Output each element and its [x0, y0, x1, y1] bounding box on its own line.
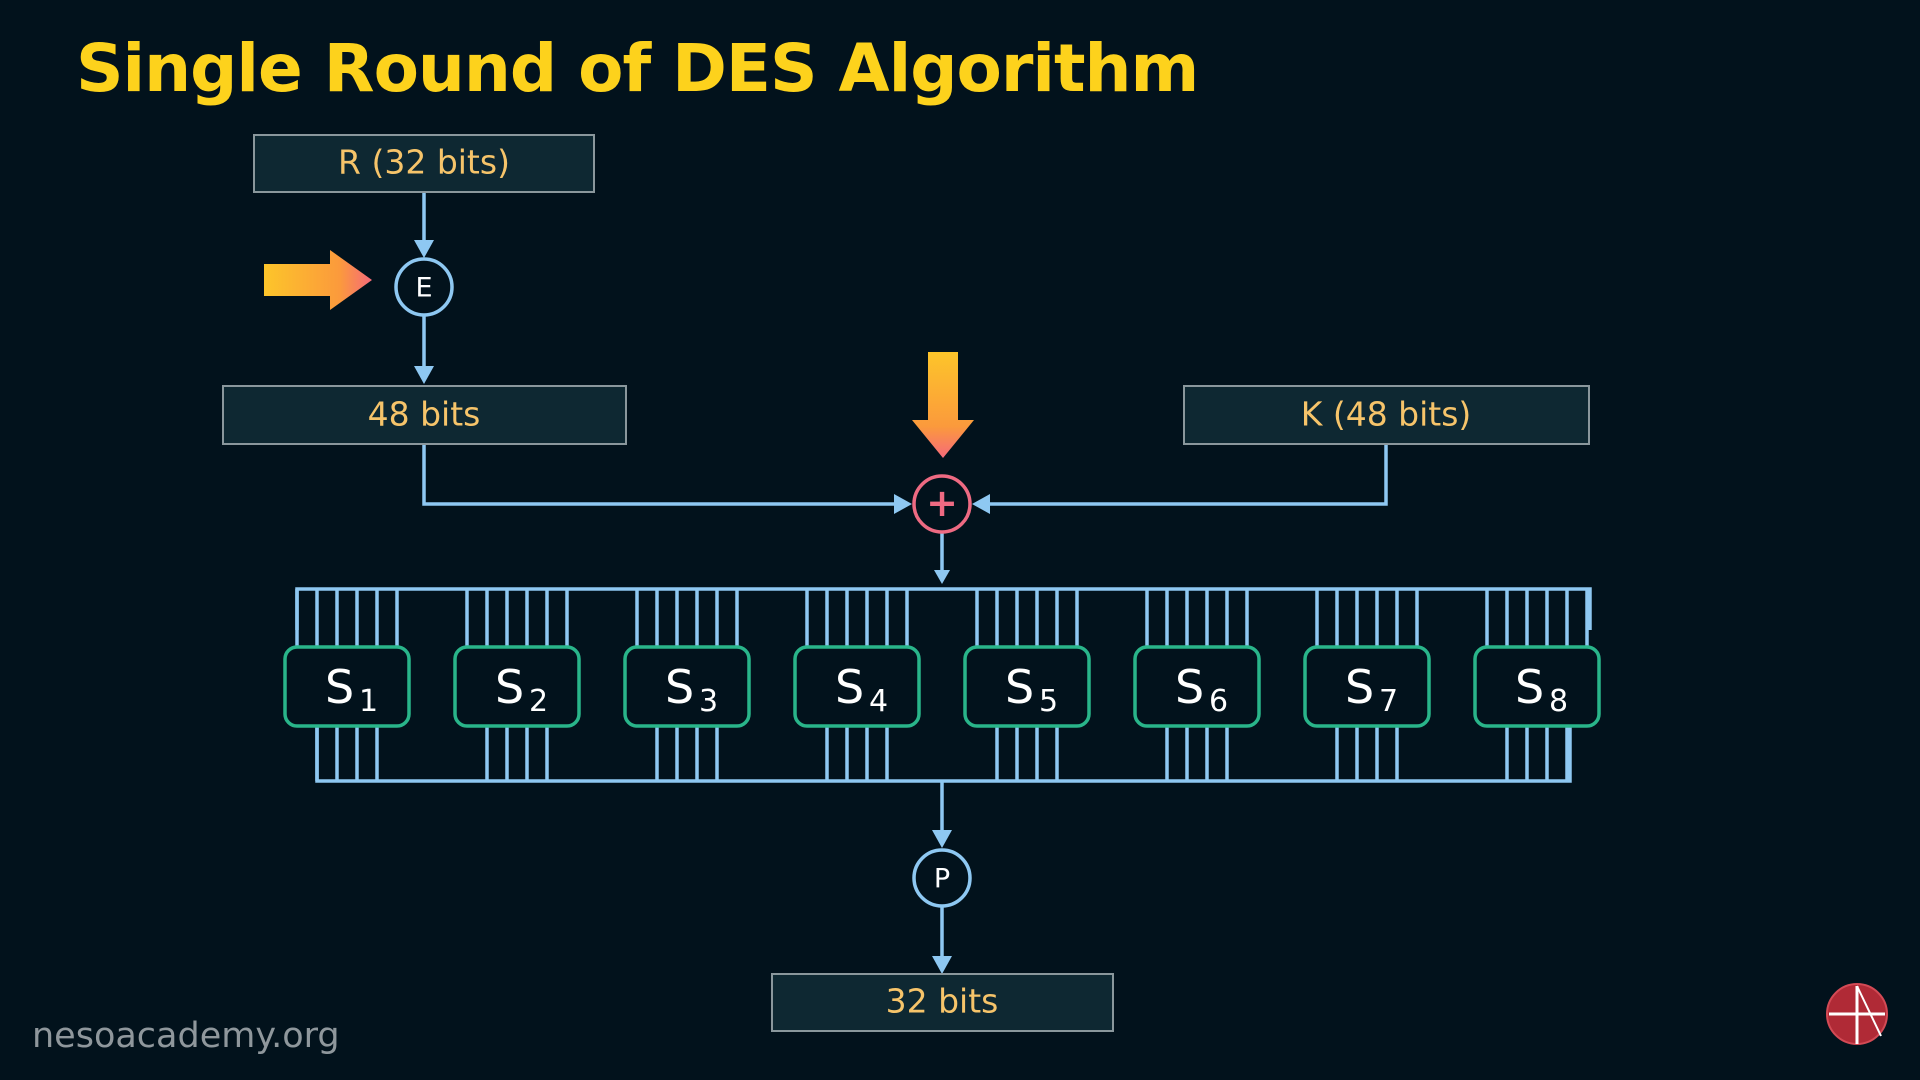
sbox-label: S	[325, 660, 354, 714]
page-title: Single Round of DES Algorithm	[76, 30, 1199, 107]
sbox-label: S	[495, 660, 524, 714]
sbox-subscript: 2	[529, 684, 548, 719]
sbox-subscript: 5	[1039, 684, 1058, 719]
permutation-node: P	[912, 848, 972, 908]
sbox-frame	[1473, 645, 1601, 728]
sbox-subscript: 1	[359, 684, 378, 719]
xor-node-label: +	[926, 481, 958, 525]
sbox-frame	[963, 645, 1091, 728]
sbox-label: S	[835, 660, 864, 714]
connector-key-to-xor	[990, 444, 1388, 506]
arrowheads	[414, 240, 990, 974]
sbox-label: S	[1005, 660, 1034, 714]
sbox-label: S	[1345, 660, 1374, 714]
arrowhead-left-to-xor	[972, 494, 990, 514]
sbox-frame	[793, 645, 921, 728]
sbox-frame	[1303, 645, 1431, 728]
sbox-subscript: 7	[1379, 684, 1398, 719]
box-key-48bits-label: K (48 bits)	[1301, 395, 1472, 434]
box-expanded-48bits-label: 48 bits	[368, 395, 481, 434]
arrowhead-right-to-xor	[894, 494, 912, 514]
permutation-node-label: P	[934, 864, 950, 895]
sbox-subscript: 3	[699, 684, 718, 719]
sbox-subscript: 8	[1549, 684, 1568, 719]
sbox-wires	[295, 589, 1589, 781]
connector-48bits-to-xor	[422, 444, 894, 506]
arrowhead-down-to-p	[932, 830, 952, 848]
sbox-frame	[1133, 645, 1261, 728]
sbox-label: S	[1515, 660, 1544, 714]
sbox-subscript: 6	[1209, 684, 1228, 719]
sbox-frame	[283, 645, 411, 728]
expansion-node-label: E	[415, 273, 432, 304]
sbox-frame	[453, 645, 581, 728]
box-expanded-48bits: 48 bits	[222, 385, 627, 445]
sbox-label: S	[665, 660, 694, 714]
pointer-arrow-right	[264, 250, 372, 310]
neso-logo	[1826, 983, 1888, 1045]
box-r-input-label: R (32 bits)	[338, 143, 510, 182]
sbox-frame	[623, 645, 751, 728]
box-output-32bits-label: 32 bits	[886, 982, 999, 1021]
box-r-input: R (32 bits)	[253, 134, 595, 193]
box-output-32bits: 32 bits	[771, 973, 1114, 1032]
arrowhead-down-to-e	[414, 240, 434, 258]
box-key-48bits: K (48 bits)	[1183, 385, 1590, 445]
arrowhead-down-to-bus	[934, 570, 950, 584]
sbox-label: S	[1175, 660, 1204, 714]
arrowhead-down-to-output	[932, 956, 952, 974]
sbox-subscript: 4	[869, 684, 888, 719]
xor-node: +	[912, 474, 972, 534]
sbox-output-bus	[315, 726, 1572, 783]
watermark-site: nesoacademy.org	[32, 1016, 340, 1056]
expansion-node: E	[394, 257, 454, 317]
pointer-arrow-down	[912, 352, 974, 458]
arrowhead-down-to-48bits	[414, 366, 434, 384]
